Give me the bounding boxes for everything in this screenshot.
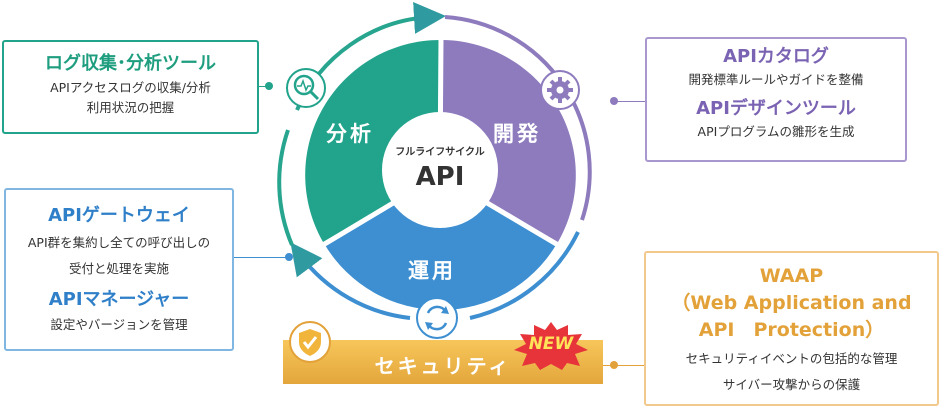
segment-operation bbox=[325, 175, 556, 311]
connector-dot-left-top bbox=[265, 82, 273, 90]
connector-dot-right-top bbox=[610, 97, 618, 105]
api-manager-title: APIマネージャー bbox=[48, 289, 190, 310]
analytics-magnifier-icon bbox=[286, 68, 326, 108]
log-analysis-tool-title: ログ収集･分析ツール bbox=[45, 53, 216, 74]
waap-title-line-2: （Web Application and bbox=[671, 292, 912, 314]
waap-box: WAAP （Web Application and API Protection… bbox=[644, 251, 939, 406]
connector-right-top bbox=[614, 101, 645, 102]
api-gateway-box: APIゲートウェイ API群を集約し全ての呼び出しの 受付と処理を実施 APIマ… bbox=[4, 188, 234, 351]
shield-check-icon bbox=[289, 321, 331, 363]
api-gateway-title: APIゲートウェイ bbox=[48, 205, 190, 226]
api-catalog-box: APIカタログ 開発標準ルールやガイドを整備 APIデザインツール APIプログ… bbox=[645, 37, 907, 162]
connector-right-bottom bbox=[603, 365, 644, 366]
api-design-tool-line-1: APIプログラムの雛形を生成 bbox=[697, 124, 855, 139]
api-gateway-line-1: API群を集約し全ての呼び出しの bbox=[27, 235, 211, 250]
segment-label-development: 開発 bbox=[493, 122, 541, 146]
cycle-arc-bottom-right bbox=[469, 231, 580, 320]
center-title: API bbox=[415, 162, 465, 192]
waap-line-2: サイバー攻撃からの保護 bbox=[722, 377, 861, 392]
connector-left-bottom bbox=[234, 257, 290, 258]
api-catalog-line-1: 開発標準ルールやガイドを整備 bbox=[688, 72, 864, 87]
log-analysis-line-1: APIアクセスログの収集/分析 bbox=[50, 80, 211, 95]
api-catalog-title: APIカタログ bbox=[723, 46, 829, 67]
connector-left-top bbox=[259, 86, 269, 87]
new-badge-label: NEW bbox=[528, 334, 574, 354]
api-gateway-line-2: 受付と処理を実施 bbox=[68, 261, 169, 276]
connector-dot-left-bottom bbox=[285, 253, 293, 261]
cycle-arc-left bbox=[277, 129, 294, 246]
api-design-tool-title: APIデザインツール bbox=[696, 98, 856, 119]
security-banner-label: セキュリティ bbox=[374, 354, 512, 378]
log-analysis-line-2: 利用状況の把握 bbox=[86, 100, 175, 115]
waap-title-line-1: WAAP bbox=[759, 265, 824, 287]
center-subtitle: フルライフサイクル bbox=[395, 147, 485, 158]
waap-title-line-3: API Protection） bbox=[698, 319, 885, 341]
api-manager-line-1: 設定やバージョンを管理 bbox=[50, 317, 188, 332]
log-analysis-tool-box: ログ収集･分析ツール APIアクセスログの収集/分析 利用状況の把握 bbox=[2, 40, 259, 134]
cycle-arc-bottom-left bbox=[290, 242, 411, 320]
cycle-arrows-icon bbox=[416, 297, 458, 339]
segment-label-analysis: 分析 bbox=[326, 122, 374, 146]
connector-dot-right-bottom bbox=[610, 361, 618, 369]
segment-label-operation: 運用 bbox=[408, 259, 456, 283]
center-circle bbox=[382, 112, 498, 228]
gear-icon bbox=[540, 70, 580, 110]
new-badge bbox=[514, 322, 588, 370]
waap-line-1: セキュリティイベントの包括的な管理 bbox=[685, 351, 898, 366]
